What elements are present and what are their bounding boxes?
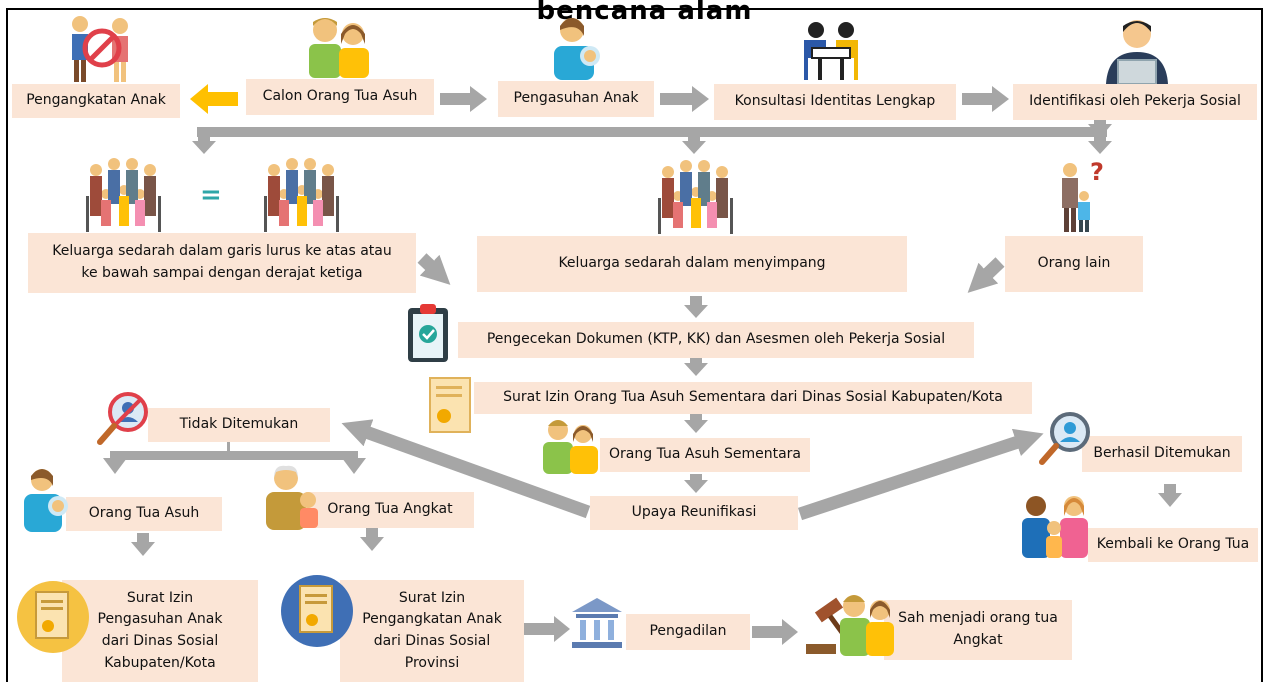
box-pengecekan-dokumen: Pengecekan Dokumen (KTP, KK) dan Asesmen…	[458, 322, 974, 358]
box-tidak-ditemukan: Tidak Ditemukan	[148, 408, 330, 442]
merge-arrows	[417, 253, 1005, 293]
box-surat-izin-pengasuhan: Surat Izin Pengasuhan Anak dari Dinas So…	[62, 580, 258, 682]
box-orang-tua-asuh: Orang Tua Asuh	[66, 497, 222, 531]
certificate-yellow-icon	[17, 581, 89, 653]
social-worker-icon	[1106, 20, 1168, 84]
box-keluarga-sedarah-lurus: Keluarga sedarah dalam garis lurus ke at…	[28, 233, 416, 293]
mother-baby-small-icon	[24, 469, 68, 532]
box-pengadilan: Pengadilan	[626, 614, 750, 650]
box-konsultasi-identitas: Konsultasi Identitas Lengkap	[714, 84, 956, 120]
box-orang-tua-angkat: Orang Tua Angkat	[306, 492, 474, 528]
certificate-blue-icon	[281, 575, 353, 647]
center-column-arrows	[684, 296, 708, 493]
search-found-icon	[1039, 412, 1090, 465]
grandparent-icon	[266, 465, 318, 530]
extended-family-icon	[86, 158, 161, 232]
box-keluarga-sedarah-menyimpang: Keluarga sedarah dalam menyimpang	[477, 236, 907, 292]
search-not-found-icon	[97, 392, 148, 445]
mother-baby-icon	[554, 18, 600, 80]
box-sah-menjadi-orang-tua: Sah menjadi orang tua Angkat	[884, 600, 1072, 660]
arrow-to-pengangkatan	[190, 84, 238, 114]
no-adoption-icon	[72, 16, 128, 82]
box-pengangkatan-anak: Pengangkatan Anak	[12, 84, 180, 118]
family-equal-icon	[264, 158, 339, 232]
document-check-icon	[408, 304, 448, 362]
equals-sign: =	[200, 180, 222, 210]
couple-icon	[309, 18, 369, 78]
question-mark: ?	[1090, 158, 1104, 186]
couple-small-icon	[543, 420, 598, 474]
consultation-icon	[804, 22, 858, 80]
box-orang-lain: Orang lain	[1005, 236, 1143, 292]
certificate-icon	[429, 377, 471, 433]
gavel-couple-icon	[806, 595, 894, 656]
box-pengasuhan-anak: Pengasuhan Anak	[498, 81, 654, 117]
box-berhasil-ditemukan: Berhasil Ditemukan	[1082, 436, 1242, 472]
family-group-icon	[658, 160, 733, 234]
distribution-bar	[192, 120, 1112, 154]
bottom-row-arrows	[524, 616, 798, 645]
reunification-arrows	[341, 419, 1044, 521]
family-reunite-icon	[1022, 496, 1088, 558]
box-upaya-reunifikasi: Upaya Reunifikasi	[590, 496, 798, 530]
court-icon	[572, 598, 622, 648]
box-surat-izin-sementara: Surat Izin Orang Tua Asuh Sementara dari…	[474, 382, 1032, 414]
box-orang-tua-asuh-sementara: Orang Tua Asuh Sementara	[600, 438, 810, 472]
box-surat-izin-pengangkatan: Surat Izin Pengangkatan Anak dari Dinas …	[340, 580, 524, 682]
not-found-split-arrows	[103, 441, 1182, 556]
top-row-arrows	[440, 86, 1009, 112]
box-kembali-ke-orang-tua: Kembali ke Orang Tua	[1088, 528, 1258, 562]
box-calon-orang-tua-asuh: Calon Orang Tua Asuh	[246, 79, 434, 115]
box-identifikasi-pekerja-sosial: Identifikasi oleh Pekerja Sosial	[1013, 84, 1257, 120]
stranger-question-icon	[1062, 163, 1090, 232]
